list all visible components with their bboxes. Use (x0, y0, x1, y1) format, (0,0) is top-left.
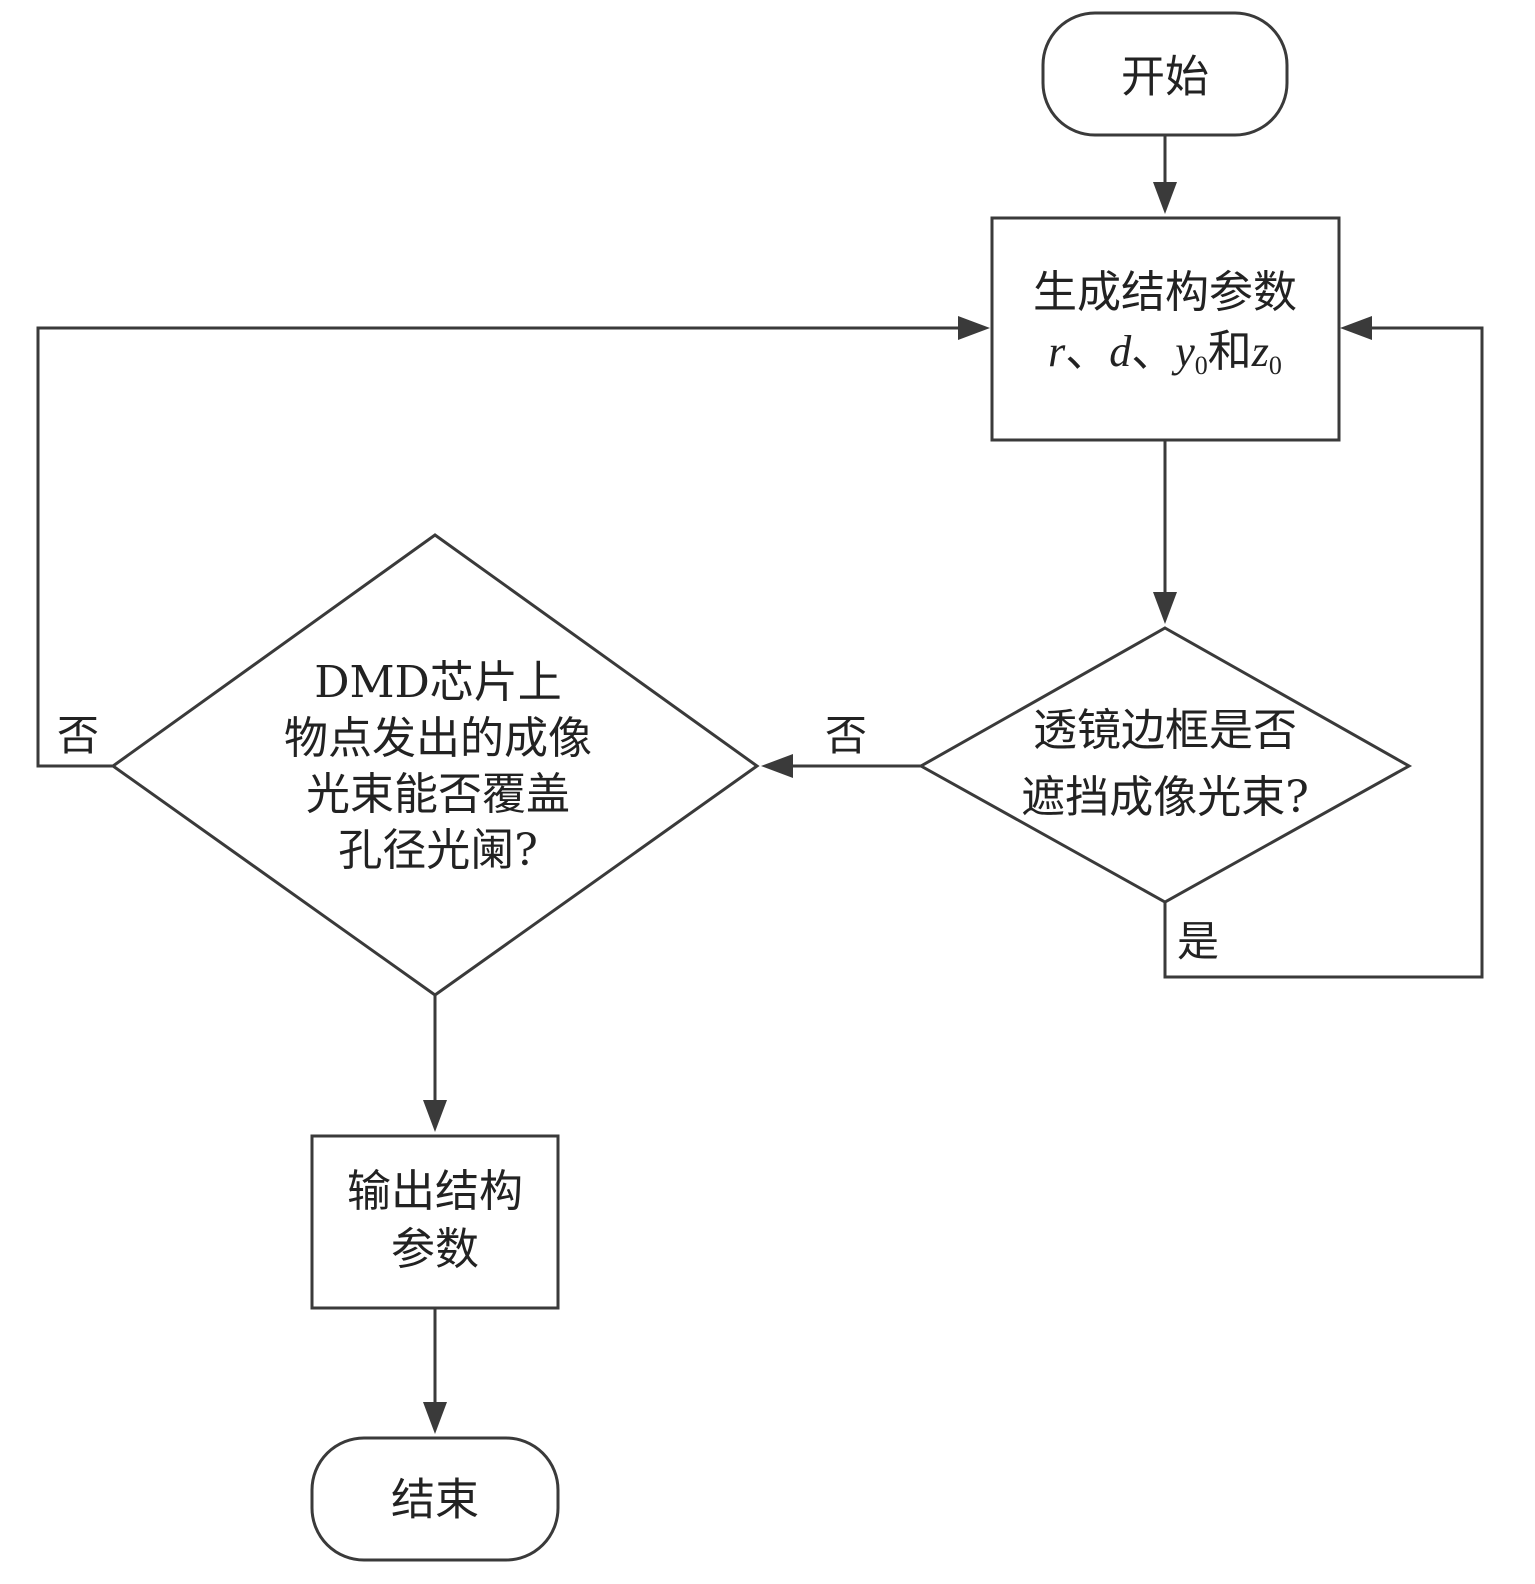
arrowhead-generate-top (1153, 182, 1177, 214)
output-params-node: 输出结构 参数 (310, 1134, 560, 1310)
end-terminator-shape (310, 1436, 560, 1562)
arrowhead-dmd-right (761, 754, 793, 778)
generate-params-node: 生成结构参数 r、d、y0和z0 (990, 216, 1341, 442)
start-terminator-shape (1041, 11, 1289, 137)
lens-check-diamond (917, 626, 1413, 904)
dmd-check-line3: 光束能否覆盖 (306, 769, 570, 820)
output-params-box (310, 1134, 560, 1310)
generate-params-box (990, 216, 1341, 442)
param-z-subscript: 0 (1269, 351, 1282, 380)
lens-check-line1: 透镜边框是否 (1033, 705, 1297, 756)
and-word: 和 (1208, 326, 1252, 377)
connector-dmd-no-loop (36, 326, 958, 768)
edge-label-lens-yes: 是 (1177, 917, 1219, 966)
dmd-check-node: DMD芯片上 物点发出的成像 光束能否覆盖 孔径光阑? (110, 533, 760, 997)
arrowhead-end-top (423, 1402, 447, 1434)
param-z: z (1251, 327, 1269, 376)
edge-label-dmd-no: 否 (57, 711, 99, 760)
arrowhead-generate-left (958, 316, 990, 340)
generate-params-line2: r、d、y0和z0 (1048, 326, 1282, 380)
lens-check-line2: 遮挡成像光束? (1021, 772, 1309, 823)
lens-check-node: 透镜边框是否 遮挡成像光束? (917, 626, 1413, 904)
dmd-check-line4: 孔径光阑? (338, 825, 538, 876)
start-node: 开始 (1041, 11, 1289, 137)
connector-lens-yes-loop (1163, 326, 1484, 979)
edge-label-lens-no: 否 (825, 711, 867, 760)
separator-1: 、 (1065, 326, 1109, 377)
param-d: d (1109, 327, 1132, 376)
arrowhead-output-top (423, 1100, 447, 1132)
param-y: y (1171, 327, 1195, 376)
start-label: 开始 (1121, 52, 1209, 103)
arrowhead-generate-right (1340, 316, 1372, 340)
output-params-line2: 参数 (391, 1224, 479, 1275)
dmd-check-diamond (110, 533, 760, 997)
dmd-check-line2: 物点发出的成像 (284, 713, 592, 764)
output-params-line1: 输出结构 (347, 1166, 523, 1217)
dmd-check-line1: DMD芯片上 (314, 657, 562, 708)
end-node: 结束 (310, 1436, 560, 1562)
generate-params-line1: 生成结构参数 (1033, 267, 1297, 318)
param-y-subscript: 0 (1195, 351, 1208, 380)
separator-2: 、 (1131, 326, 1175, 377)
end-label: 结束 (391, 1475, 479, 1526)
param-r: r (1048, 327, 1066, 376)
arrowhead-lens-check-top (1153, 592, 1177, 624)
